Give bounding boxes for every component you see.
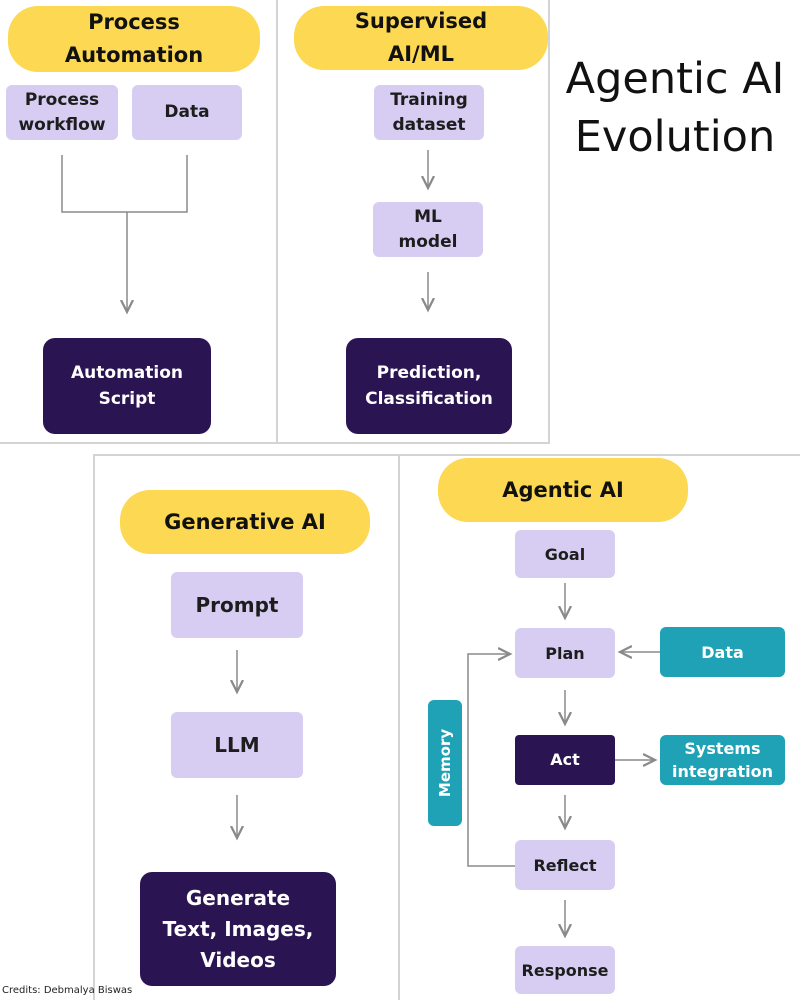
memory-loop <box>467 654 515 867</box>
memory-label: Memory <box>436 728 454 798</box>
ml-model-box: ML model <box>373 202 483 257</box>
divider-horizontal-bottom <box>93 454 800 456</box>
systems-integration-box: Systems integration <box>660 735 785 785</box>
act-box: Act <box>515 735 615 785</box>
data-source-box: Data <box>660 627 785 677</box>
connector-data-down <box>127 155 188 213</box>
memory-box: Memory <box>428 700 462 826</box>
process-automation-title: Process Automation <box>8 6 260 72</box>
divider-vertical-top-right <box>548 0 550 442</box>
credits-text: Credits: Debmalya Biswas <box>2 985 133 996</box>
llm-box: LLM <box>171 712 303 778</box>
divider-vertical-bottom <box>398 454 400 1000</box>
process-workflow-box: Process workflow <box>6 85 118 140</box>
training-dataset-box: Training dataset <box>374 85 484 140</box>
data-box: Data <box>132 85 242 140</box>
agentic-ai-title: Agentic AI <box>438 458 688 522</box>
divider-vertical-bottom-left <box>93 454 95 1000</box>
generate-output-box: Generate Text, Images, Videos <box>140 872 336 986</box>
response-box: Response <box>515 946 615 994</box>
plan-box: Plan <box>515 628 615 678</box>
prediction-classification-box: Prediction, Classification <box>346 338 512 434</box>
page-title: Agentic AI Evolution <box>565 54 785 162</box>
goal-box: Goal <box>515 530 615 578</box>
reflect-box: Reflect <box>515 840 615 890</box>
supervised-ml-title: Supervised AI/ML <box>294 6 548 70</box>
generative-ai-title: Generative AI <box>120 490 370 554</box>
divider-horizontal <box>0 442 550 444</box>
divider-vertical-top <box>276 0 278 442</box>
prompt-box: Prompt <box>171 572 303 638</box>
connector-workflow-down <box>61 155 127 213</box>
automation-script-box: Automation Script <box>43 338 211 434</box>
